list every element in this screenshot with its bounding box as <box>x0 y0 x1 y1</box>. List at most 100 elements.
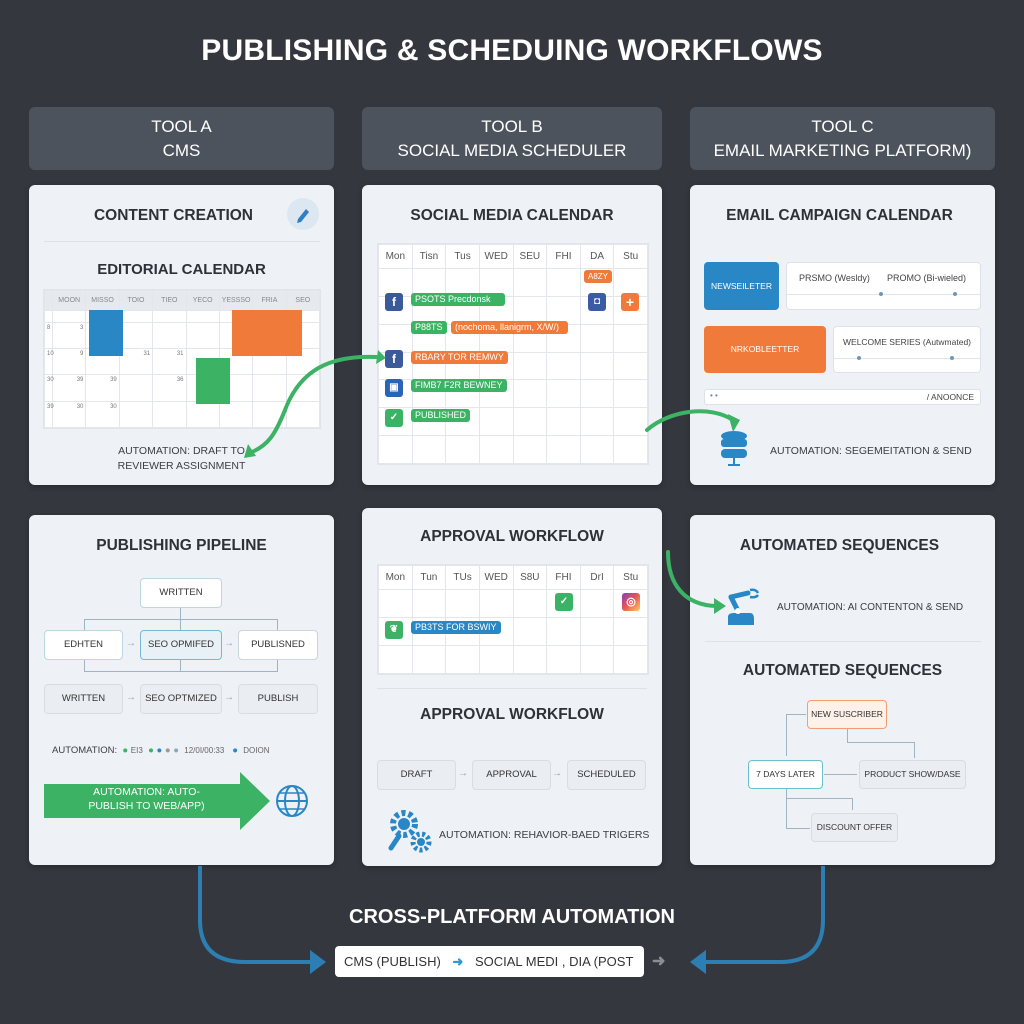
calendar-cell[interactable] <box>512 645 548 674</box>
facebook-icon: f <box>385 293 403 311</box>
calendar-cell[interactable]: 39 <box>85 374 120 402</box>
calendar-event-orange[interactable] <box>232 310 302 356</box>
social-calendar-title: SOCIAL MEDIA CALENDAR <box>410 207 614 224</box>
calendar-cell[interactable] <box>512 268 548 297</box>
plus-icon[interactable]: + <box>621 293 639 311</box>
seq-node-7-days[interactable]: 7 DAYS LATER <box>748 760 823 789</box>
pipeline-node-seo[interactable]: SEO OPMIFED <box>140 630 222 660</box>
seq-node-new-subscriber[interactable]: NEW SUSCRIBER <box>807 700 887 729</box>
calendar-cell[interactable] <box>152 321 187 350</box>
calendar-day-header: Tisn <box>411 244 447 269</box>
social-chip[interactable]: PSOTS Precdonsk <box>411 293 505 306</box>
instagram-icon: ◎ <box>622 593 640 611</box>
pencil-icon <box>297 209 309 223</box>
calendar-cell[interactable] <box>546 295 581 325</box>
pipeline-step-publish[interactable]: PUBLISH <box>238 684 318 714</box>
promo-row[interactable]: PRSMO (Wesldy) PROMO (Bi-wieled) <box>786 262 981 310</box>
calendar-day-header: SEU <box>512 244 548 269</box>
connector-arrowhead <box>728 414 740 432</box>
calendar-cell[interactable] <box>285 400 321 429</box>
seq-node-discount-offer[interactable]: DISCOUNT OFFER <box>811 813 898 842</box>
calendar-cell[interactable] <box>579 323 615 353</box>
calendar-cell[interactable] <box>378 645 413 674</box>
social-chip[interactable]: PUBLISHED <box>411 409 471 422</box>
approved-icon: ✓ <box>555 593 573 611</box>
calendar-cell[interactable] <box>512 435 548 464</box>
tool-c-name: TOOL C <box>811 117 874 136</box>
calendar-cell[interactable] <box>411 645 447 674</box>
calendar-cell[interactable] <box>411 589 447 618</box>
calendar-cell[interactable] <box>512 295 548 325</box>
arrow-right-icon: ➜ <box>652 953 666 970</box>
calendar-cell[interactable] <box>378 435 413 464</box>
approval-step-scheduled[interactable]: SCHEDULED <box>567 760 646 790</box>
calendar-event-blue[interactable] <box>89 310 123 356</box>
calendar-cell[interactable] <box>445 645 480 674</box>
calendar-cell[interactable]: 3 <box>51 321 87 350</box>
pipeline-node-published[interactable]: PUBLISNED <box>238 630 318 660</box>
newsletter-orange-block[interactable]: NRKOBLEETTER <box>704 326 826 373</box>
social-chip[interactable]: P88TS <box>411 321 447 334</box>
behavior-triggers-label: AUTOMATION: REHAVIOR-BAED TRIGERS <box>439 829 650 841</box>
approval-step-approval[interactable]: APPROVAL <box>472 760 551 790</box>
calendar-day-header: MOON <box>51 290 87 311</box>
calendar-day-header: Stu <box>613 565 648 590</box>
email-calendar-panel: EMAIL CAMPAIGN CALENDAR NEWSEILETER PRSM… <box>690 185 995 485</box>
calendar-cell[interactable] <box>118 400 154 429</box>
segmentation-automation-label: AUTOMATION: SEGEMEITATION & SEND <box>770 445 972 457</box>
social-chip[interactable]: FIMB7 F2R BEWNEY <box>411 379 507 392</box>
calendar-cell[interactable] <box>445 589 480 618</box>
database-icon <box>721 431 747 466</box>
calendar-cell[interactable] <box>512 379 548 409</box>
approval-chip[interactable]: PB3TS FOR BSWIY <box>411 621 501 634</box>
calendar-cell[interactable] <box>546 435 581 464</box>
calendar-cell[interactable] <box>411 268 447 297</box>
approval-step-draft[interactable]: DRAFT <box>377 760 456 790</box>
calendar-day-header: WED <box>478 565 514 590</box>
calendar-cell[interactable] <box>445 435 480 464</box>
cross-platform-flow-box[interactable]: CMS (PUBLISH) ➜ SOCIAL MEDI , DIA (POST <box>335 946 644 977</box>
tool-a-subtitle: CMS <box>162 141 201 160</box>
seq-node-product-showcase[interactable]: PRODUCT SHOW/DASE <box>859 760 966 789</box>
calendar-cell[interactable] <box>613 435 648 464</box>
calendar-cell[interactable] <box>378 268 413 297</box>
calendar-event-green[interactable] <box>196 358 230 404</box>
tool-b-subtitle: SOCIAL MEDIA SCHEDULER <box>397 141 627 160</box>
pipeline-node-written[interactable]: WRITTEN <box>140 578 222 608</box>
social-chip[interactable]: (nochoma, llanigrm, X/W/) <box>451 321 568 334</box>
pipeline-step-seo[interactable]: SEO OPTMIZED <box>140 684 222 714</box>
calendar-cell[interactable] <box>478 645 514 674</box>
edit-button[interactable] <box>287 198 319 230</box>
calendar-day-header: Mon <box>378 565 413 590</box>
calendar-cell[interactable] <box>579 645 615 674</box>
social-chip[interactable]: RBARY TOR REMWY <box>411 351 508 364</box>
calendar-cell[interactable] <box>411 435 447 464</box>
connector-arrowhead <box>714 598 726 614</box>
calendar-day-header: FRIA <box>252 290 287 311</box>
calendar-cell[interactable] <box>378 589 413 618</box>
calendar-cell[interactable] <box>152 400 187 429</box>
calendar-cell[interactable] <box>118 321 154 350</box>
calendar-cell[interactable] <box>613 351 648 381</box>
pipeline-node-edited[interactable]: EDHTEN <box>44 630 123 660</box>
pipeline-step-written[interactable]: WRITTEN <box>44 684 123 714</box>
calendar-cell[interactable] <box>613 645 648 674</box>
calendar-day-header: YESSSO <box>218 290 254 311</box>
email-calendar-title: EMAIL CAMPAIGN CALENDAR <box>726 207 953 224</box>
newsletter-blue-block[interactable]: NEWSEILETER <box>704 262 779 310</box>
calendar-cell[interactable] <box>613 268 648 297</box>
calendar-day-header: Mon <box>378 244 413 269</box>
welcome-series-row[interactable]: WELCOME SERIES (Autwmated) <box>833 326 981 373</box>
calendar-day-header: Tus <box>445 244 480 269</box>
calendar-cell[interactable] <box>579 435 615 464</box>
announce-row[interactable]: • • / ANOONCE <box>704 389 981 405</box>
calendar-day-header: Stu <box>613 244 648 269</box>
social-chip[interactable]: A8ZY <box>584 270 613 283</box>
calendar-cell[interactable]: 9 <box>51 348 87 376</box>
tool-c-header: TOOL C EMAIL MARKETING PLATFORM) <box>690 107 995 170</box>
